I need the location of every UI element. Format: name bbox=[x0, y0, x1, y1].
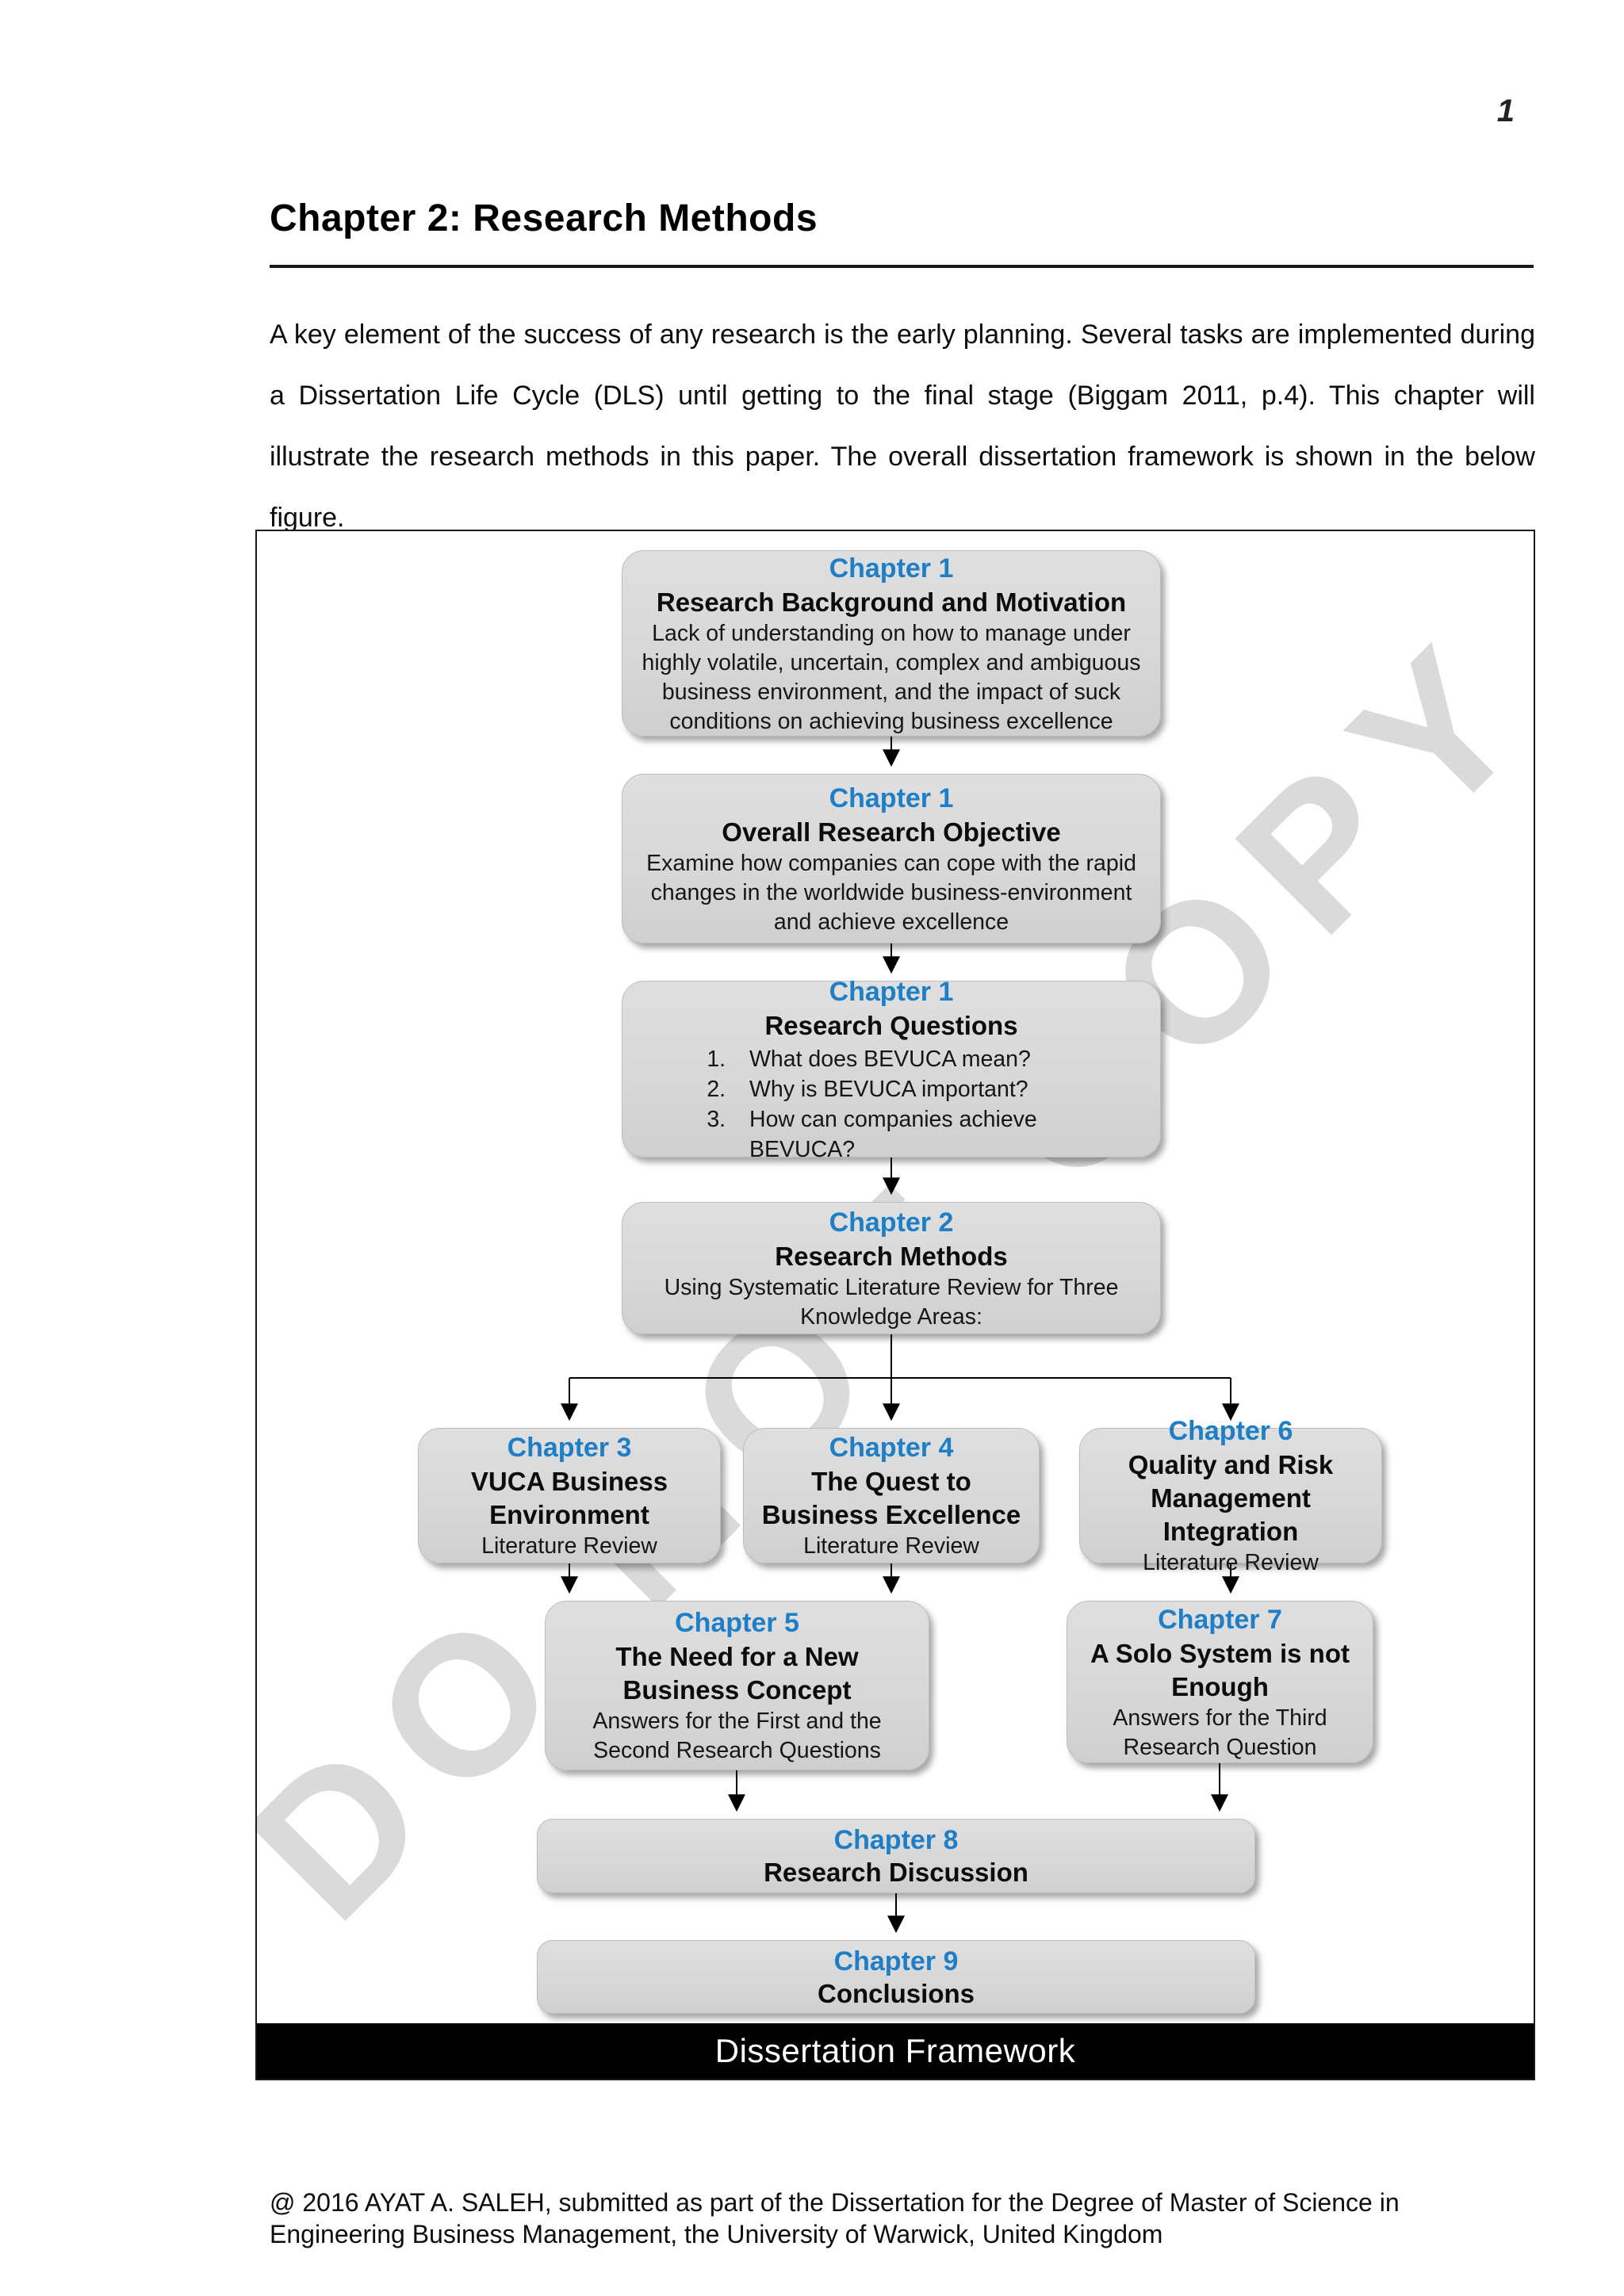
footer: @ 2016 AYAT A. SALEH, submitted as part … bbox=[270, 2187, 1554, 2250]
research-question-item: Why is BEVUCA important? bbox=[732, 1074, 1146, 1104]
footer-line-2: Engineering Business Management, the Uni… bbox=[270, 2220, 1163, 2248]
chapter-label: Chapter 1 bbox=[829, 553, 954, 584]
dissertation-framework-figure: DO NOT COPY bbox=[255, 530, 1535, 2080]
chapter-label: Chapter 2 bbox=[829, 1207, 954, 1238]
chapter-label: Chapter 4 bbox=[829, 1433, 954, 1463]
chapter-label: Chapter 5 bbox=[675, 1608, 799, 1638]
flow-box-research-background: Chapter 1 Research Background and Motiva… bbox=[622, 550, 1161, 737]
chapter-label: Chapter 6 bbox=[1168, 1416, 1293, 1446]
box-body: Using Systematic Literature Review for T… bbox=[664, 1274, 1119, 1330]
box-body: Answers for the Third Research Question bbox=[1113, 1705, 1327, 1760]
research-question-item: How can companies achieve BEVUCA? bbox=[732, 1104, 1146, 1165]
chapter-label: Chapter 1 bbox=[829, 976, 954, 1007]
flow-connectors bbox=[561, 737, 1239, 1934]
figure-caption-bar: Dissertation Framework bbox=[257, 2023, 1534, 2079]
flow-box-research-methods: Chapter 2 Research Methods Using Systema… bbox=[622, 1202, 1161, 1334]
research-question-item: What does BEVUCA mean? bbox=[732, 1044, 1146, 1074]
box-body: Literature Review bbox=[1143, 1550, 1319, 1575]
title-rule bbox=[270, 265, 1534, 268]
flow-box-research-discussion: Chapter 8 Research Discussion bbox=[537, 1819, 1255, 1893]
flow-box-overall-objective: Chapter 1 Overall Research Objective Exa… bbox=[622, 774, 1161, 943]
box-title: Research Background and Motivation bbox=[656, 587, 1127, 617]
box-body: Literature Review bbox=[481, 1533, 657, 1559]
flow-box-business-excellence: Chapter 4 The Quest to Business Excellen… bbox=[743, 1428, 1040, 1563]
box-title: Research Discussion bbox=[764, 1858, 1028, 1887]
flow-box-research-questions: Chapter 1 Research Questions What does B… bbox=[622, 977, 1161, 1162]
chapter-label: Chapter 3 bbox=[507, 1433, 632, 1463]
flow-box-solo-system: Chapter 7 A Solo System is not Enough An… bbox=[1067, 1601, 1373, 1763]
box-body: Lack of understanding on how to manage u… bbox=[642, 620, 1141, 734]
flow-box-conclusions: Chapter 9 Conclusions bbox=[537, 1940, 1255, 2014]
chapter-label: Chapter 8 bbox=[833, 1825, 959, 1855]
chapter-label: Chapter 7 bbox=[1158, 1604, 1282, 1635]
box-title: Conclusions bbox=[817, 1978, 975, 2008]
research-questions-list: What does BEVUCA mean? Why is BEVUCA imp… bbox=[637, 1044, 1146, 1165]
page-number: 1 bbox=[1496, 94, 1515, 128]
box-title: Quality and Risk Management Integration bbox=[1128, 1450, 1334, 1546]
box-title: A Solo System is not Enough bbox=[1090, 1638, 1350, 1701]
chapter-label: Chapter 9 bbox=[833, 1946, 959, 1976]
footer-line-1: @ 2016 AYAT A. SALEH, submitted as part … bbox=[270, 2188, 1400, 2217]
box-body: Literature Review bbox=[803, 1533, 979, 1559]
page-title: Chapter 2: Research Methods bbox=[270, 197, 818, 239]
box-title: VUCA Business Environment bbox=[470, 1467, 668, 1529]
box-body: Answers for the First and the Second Res… bbox=[592, 1709, 882, 1763]
box-body: Examine how companies can cope with the … bbox=[646, 850, 1136, 935]
flow-box-vuca-environment: Chapter 3 VUCA Business Environment Lite… bbox=[418, 1428, 721, 1563]
box-title: The Need for a New Business Concept bbox=[615, 1642, 859, 1705]
intro-paragraph: A key element of the success of any rese… bbox=[270, 320, 1535, 533]
flow-box-new-business-concept: Chapter 5 The Need for a New Business Co… bbox=[545, 1601, 929, 1770]
box-title: Research Questions bbox=[764, 1010, 1018, 1040]
box-title: The Quest to Business Excellence bbox=[761, 1467, 1021, 1529]
box-title: Research Methods bbox=[775, 1241, 1008, 1271]
figure-caption: Dissertation Framework bbox=[714, 2032, 1076, 2069]
box-title: Overall Research Objective bbox=[722, 817, 1061, 847]
flow-box-quality-risk-integration: Chapter 6 Quality and Risk Management In… bbox=[1079, 1416, 1382, 1575]
chapter-label: Chapter 1 bbox=[829, 783, 954, 813]
